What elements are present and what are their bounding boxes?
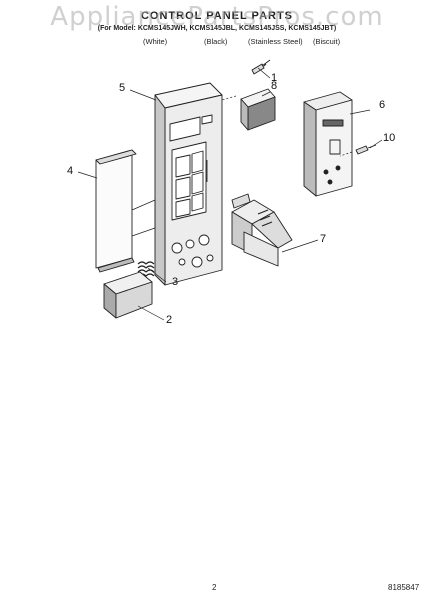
callout-3: 3 [172, 276, 179, 288]
page-title: CONTROL PANEL PARTS [140, 10, 294, 22]
color-label: (Stainless Steel) [248, 37, 303, 46]
callout-2: 2 [166, 314, 173, 326]
callout-8: 8 [271, 80, 278, 92]
part-1-screw [251, 59, 271, 75]
part-5-control-panel [154, 82, 223, 286]
color-label: (Black) [204, 37, 228, 46]
callout-4: 4 [67, 165, 74, 177]
part-7-button-bracket [231, 193, 293, 267]
part-6-control-board [303, 91, 353, 197]
leader-lines [77, 67, 383, 321]
callout-7: 7 [320, 233, 327, 245]
page-number: 2 [212, 583, 217, 592]
callout-6: 6 [379, 99, 386, 111]
callout-5: 5 [119, 82, 126, 94]
part-2-latch [103, 271, 153, 319]
model-list: (For Model: KCMS145JWH, KCMS145JBL, KCMS… [97, 25, 337, 32]
document-number: 8185847 [388, 583, 420, 592]
part-8-pad [240, 88, 276, 131]
part-4-side-panel [95, 149, 156, 273]
callout-1: 1 [271, 72, 278, 84]
color-label: (Biscuit) [313, 37, 341, 46]
color-label: (White) [143, 37, 168, 46]
callout-10: 10 [383, 132, 396, 144]
